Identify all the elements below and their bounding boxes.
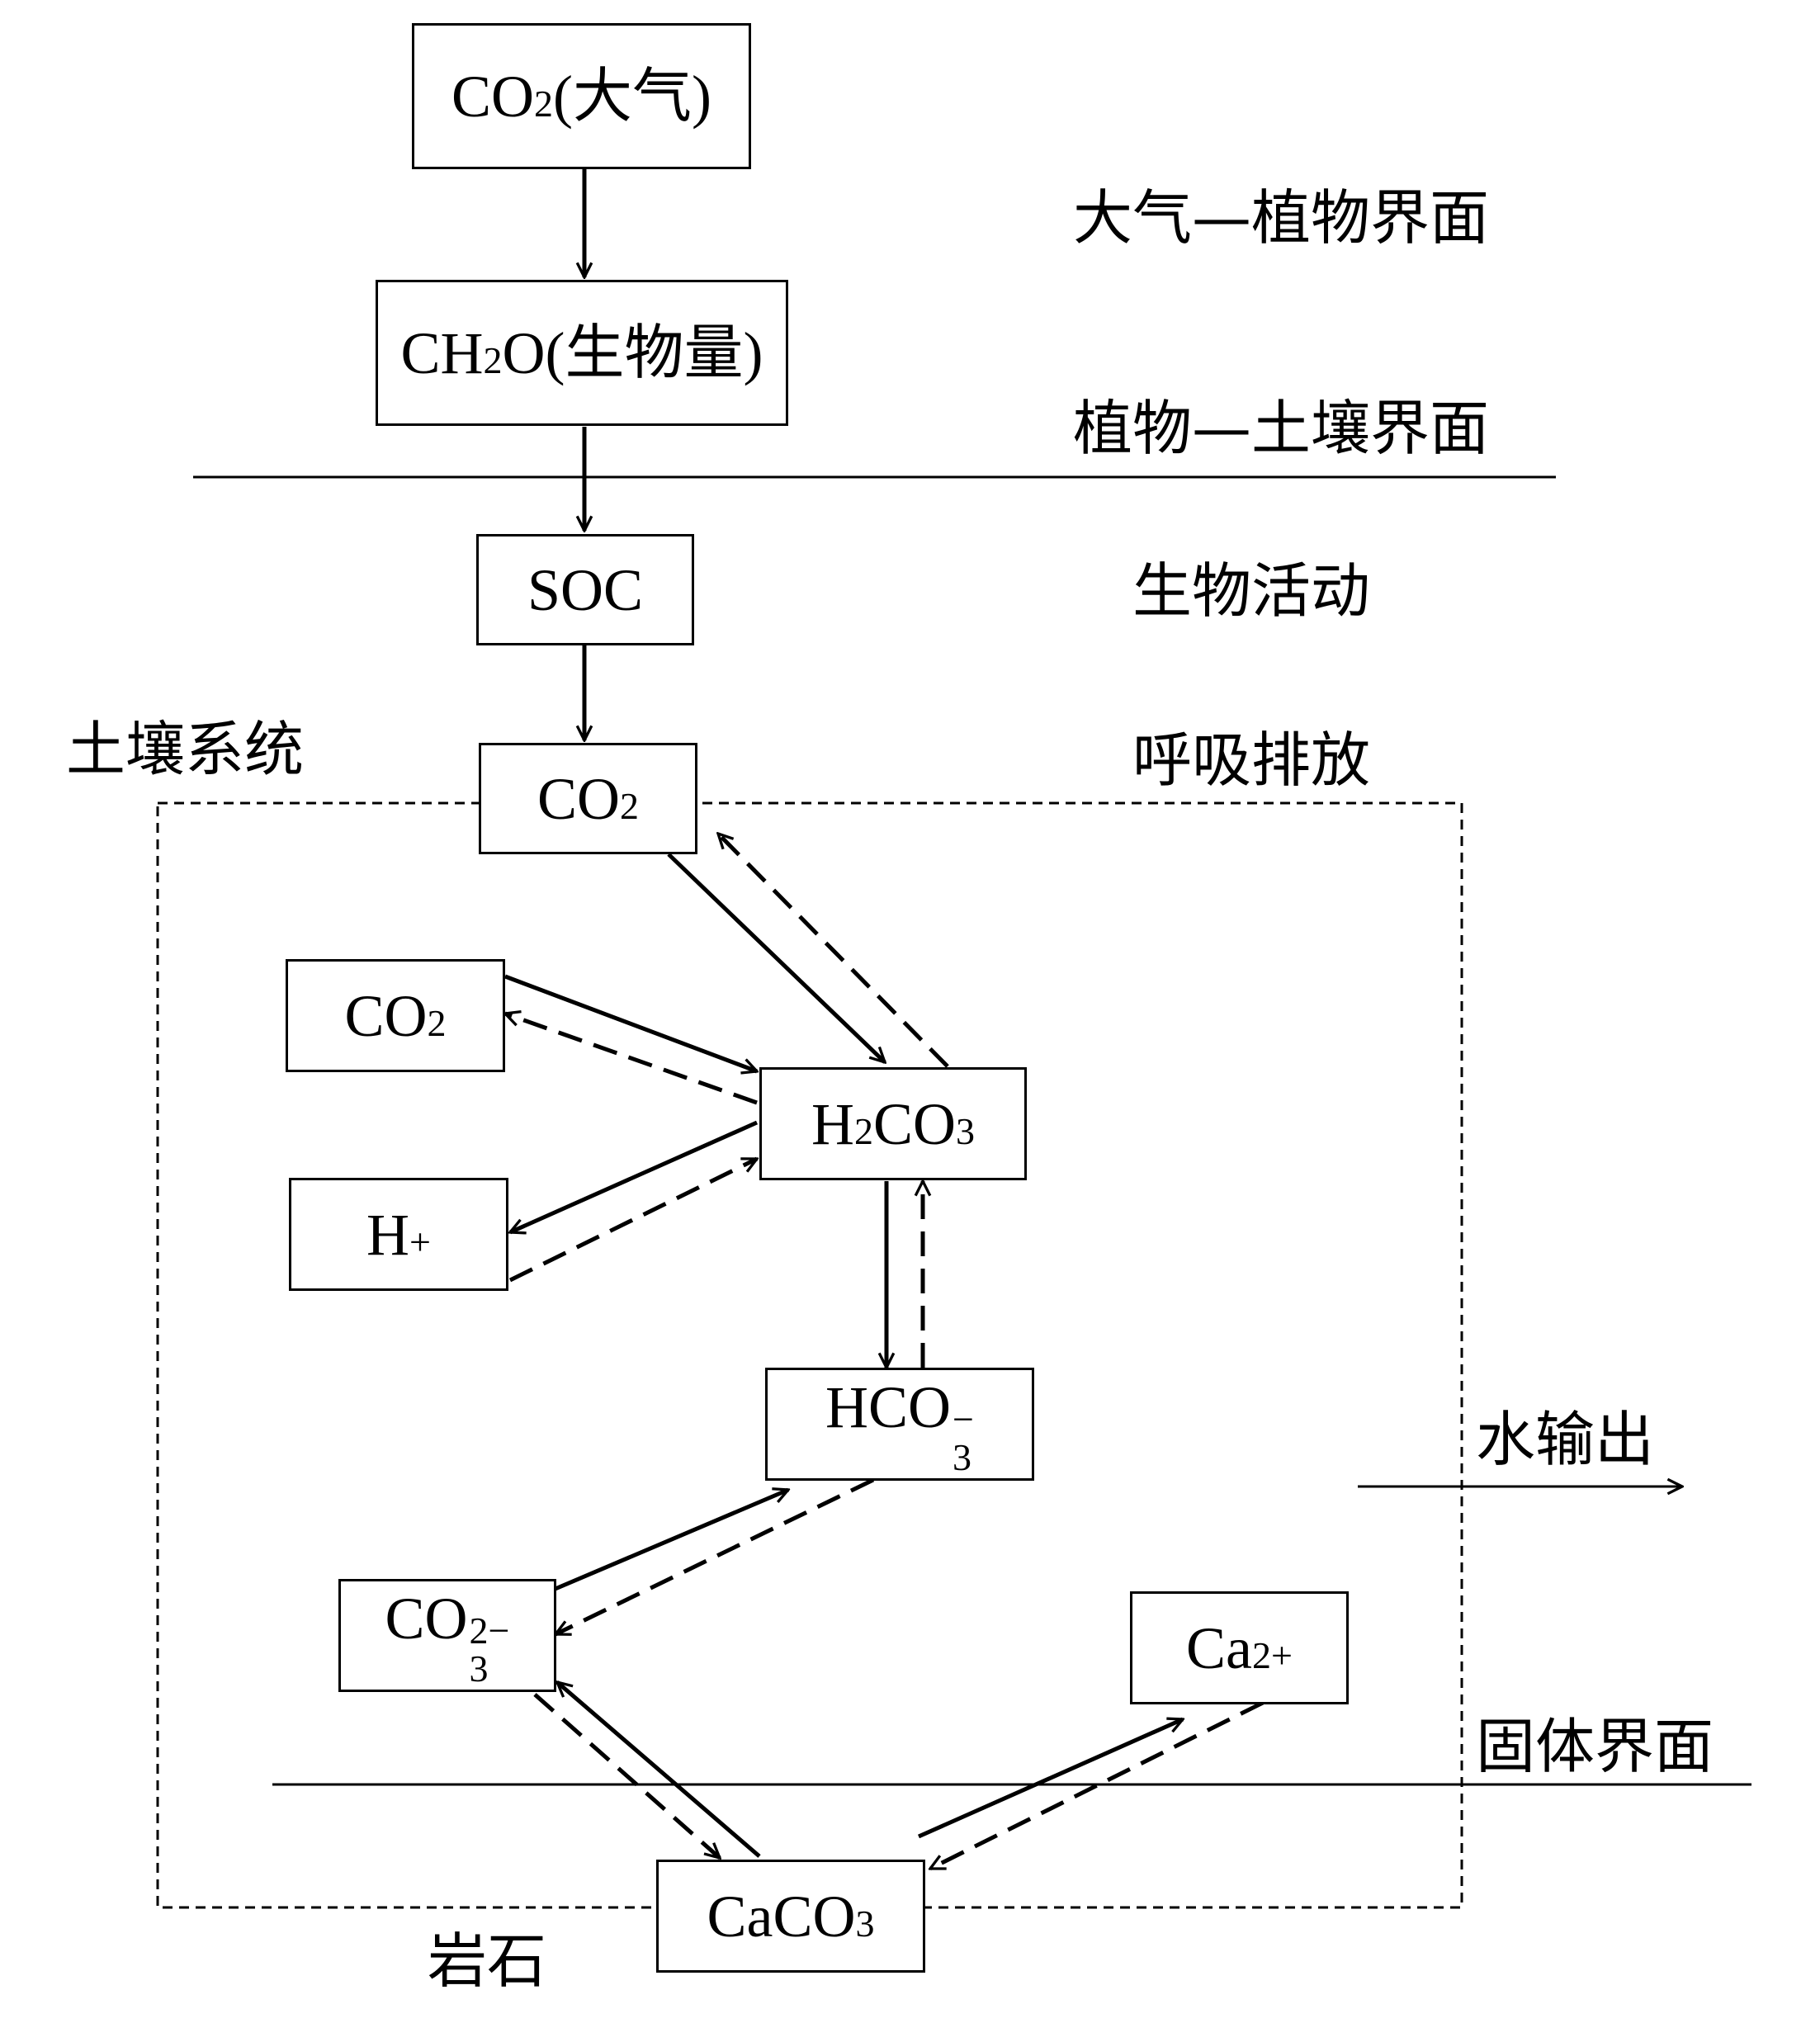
hco3-box: HCO−3 (765, 1368, 1034, 1481)
caco3-base: CaCO (707, 1883, 856, 1950)
hplus-formula: H+ (366, 1205, 431, 1264)
label-rock: 岩石 (428, 1926, 547, 1996)
label-atmosphere-plant-interface: 大气—植物界面 (1073, 183, 1490, 253)
soc-text: SOC (527, 556, 644, 623)
label-plant-soil-interface: 植物—土壤界面 (1073, 394, 1490, 463)
arrow-co2-to-h2co3 (667, 853, 885, 1062)
arrow-hplus-to-h2co3 (508, 1156, 757, 1283)
arrow-h2co3-to-hplus (510, 1120, 759, 1232)
hco3-scripts: −3 (953, 1397, 974, 1478)
h2co3-pre: H (811, 1090, 854, 1157)
biomass-pre: CH (400, 319, 484, 386)
co2-atmosphere-base: CO (451, 63, 535, 130)
label-respiration-emission: 呼吸排放 (1132, 726, 1371, 795)
co2-respiration-base: CO (537, 765, 621, 832)
arrow-h2co3-to-co2left (505, 1014, 758, 1105)
arrow-ca-to-caco3 (930, 1700, 1265, 1871)
hplus-box: H+ (289, 1178, 508, 1291)
arrow-co2left-to-h2co3 (504, 974, 757, 1071)
arrow-co3-to-caco3 (533, 1693, 720, 1858)
arrow-hco3-to-co3 (555, 1477, 875, 1637)
hco3-sub: 3 (953, 1435, 972, 1478)
arrow-caco3-to-ca (917, 1719, 1183, 1839)
co2-left-base: CO (344, 982, 428, 1049)
hco3-sup: − (953, 1397, 974, 1440)
co2-atmosphere-suffix: (大气) (553, 63, 711, 130)
biomass-suffix: O(生物量) (502, 319, 763, 386)
arrow-caco3-to-co3 (557, 1682, 761, 1858)
co3-sub: 3 (469, 1647, 489, 1690)
co2-left-sub: 2 (427, 1001, 447, 1044)
hplus-base: H (366, 1201, 410, 1268)
h2co3-mid: CO (872, 1090, 957, 1157)
co2-atmosphere-sub: 2 (534, 82, 554, 125)
co3-sup: 2− (469, 1609, 510, 1652)
arrow-h2co3-to-co2 (718, 834, 949, 1068)
ca2plus-base: Ca (1186, 1614, 1253, 1681)
co2-respiration-sub: 2 (620, 784, 640, 827)
label-solid-interface: 固体界面 (1476, 1712, 1714, 1781)
soc-box: SOC (476, 534, 694, 645)
hco3-base: HCO (825, 1373, 952, 1440)
caco3-sub: 3 (855, 1902, 875, 1945)
h2co3-sub2: 3 (956, 1109, 976, 1152)
co3-scripts: 2−3 (469, 1609, 510, 1690)
h2co3-sub1: 2 (853, 1109, 873, 1152)
co3-base: CO (385, 1585, 468, 1652)
label-soil-system: 土壤系统 (66, 715, 305, 784)
hplus-sup: + (409, 1220, 431, 1263)
label-water-output: 水输出 (1476, 1405, 1655, 1474)
biomass-sub: 2 (483, 338, 503, 381)
arrow-co3-to-hco3 (551, 1490, 788, 1593)
hco3-formula: HCO−3 (825, 1373, 974, 1477)
label-biological-activity: 生物活动 (1132, 556, 1371, 626)
ca2plus-sup: 2+ (1252, 1633, 1293, 1676)
